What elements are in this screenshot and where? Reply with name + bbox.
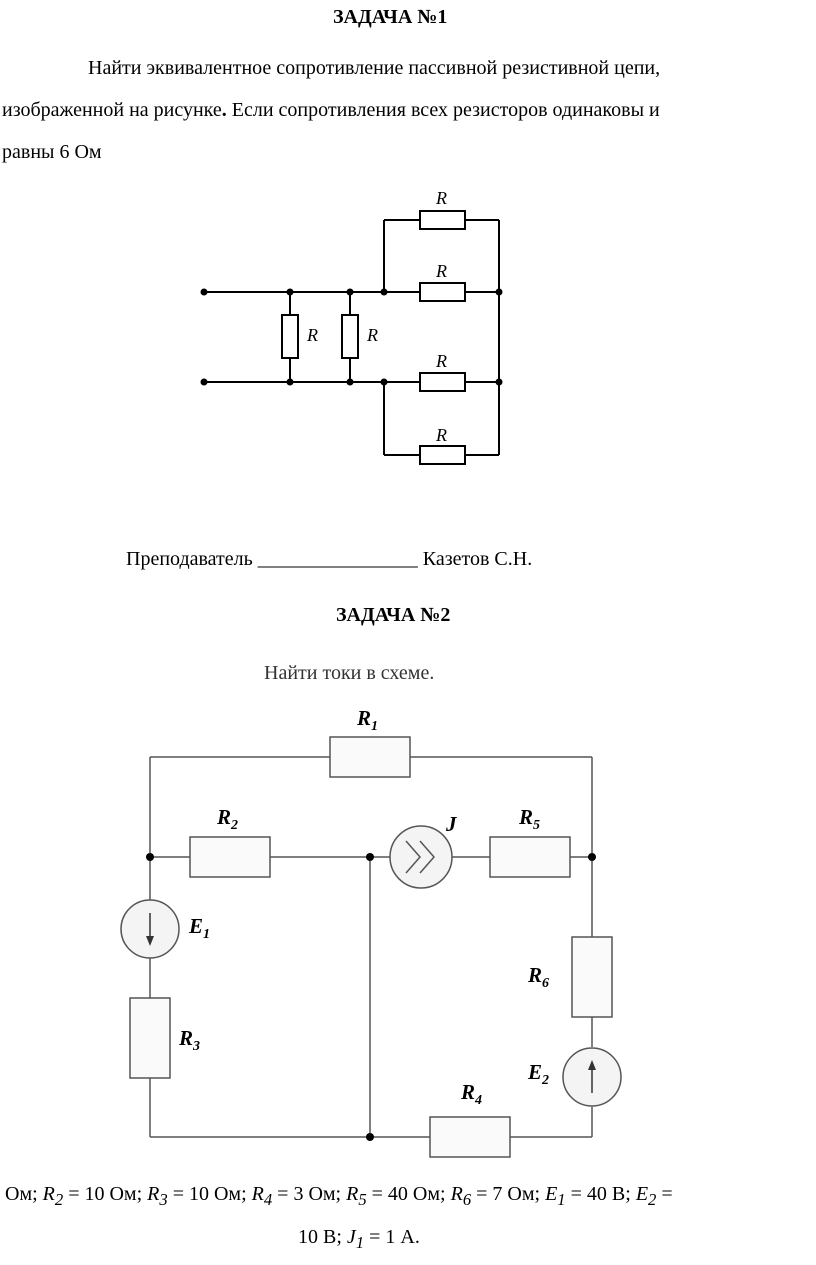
resistor-bottom bbox=[419, 445, 466, 465]
junction-dot bbox=[495, 378, 503, 386]
teacher-signature-blank: ________________ bbox=[257, 548, 418, 570]
teacher-line: Преподаватель ________________ Казетов С… bbox=[126, 548, 532, 571]
resistor-label: R bbox=[435, 188, 447, 208]
label-r2: R2 bbox=[216, 805, 238, 833]
junction-dot bbox=[380, 378, 388, 386]
task1-line2: изображенной на рисунке. Если сопротивле… bbox=[2, 99, 660, 122]
task2-statement: Найти токи в схеме. bbox=[264, 662, 435, 684]
teacher-role: Преподаватель bbox=[126, 548, 253, 570]
junction-dot bbox=[346, 288, 354, 296]
resistor-vertical-2 bbox=[341, 314, 359, 359]
resistor-r5 bbox=[489, 836, 571, 878]
task1-line3: равны 6 Ом bbox=[2, 141, 102, 163]
label-e1: E1 bbox=[188, 914, 210, 942]
label-r1: R1 bbox=[356, 706, 378, 734]
resistor-r6 bbox=[571, 936, 613, 1018]
resistor-r1 bbox=[329, 736, 411, 778]
junction-dot bbox=[366, 1133, 374, 1141]
voltage-source-e2 bbox=[562, 1047, 622, 1107]
resistor-lower bbox=[419, 372, 466, 392]
junction-dot bbox=[286, 378, 294, 386]
teacher-name: Казетов С.Н. bbox=[422, 548, 533, 570]
label-r4: R4 bbox=[460, 1080, 482, 1108]
task1-line1: Найти эквивалентное сопротивление пассив… bbox=[88, 57, 661, 79]
resistor-label: R bbox=[435, 261, 447, 281]
task1-title: ЗАДАЧА №1 bbox=[333, 6, 448, 28]
junction-dot bbox=[346, 378, 354, 386]
terminal-dot bbox=[200, 378, 208, 386]
label-j: J bbox=[445, 812, 458, 836]
params-line-2: 10 В; J1 = 1 А. bbox=[298, 1226, 420, 1252]
junction-dot bbox=[588, 853, 596, 861]
resistor-r2 bbox=[189, 836, 271, 878]
task1-line2-a: изображенной на рисунке bbox=[2, 99, 222, 121]
label-r3: R3 bbox=[178, 1026, 200, 1054]
task1-line2-dot: . bbox=[221, 99, 227, 121]
current-source-j bbox=[389, 825, 453, 889]
resistor-vertical-1 bbox=[281, 314, 299, 359]
resistor-label: R bbox=[435, 425, 447, 445]
junction-dot bbox=[146, 853, 154, 861]
label-r6: R6 bbox=[527, 963, 549, 991]
junction-dot bbox=[286, 288, 294, 296]
voltage-source-e1 bbox=[120, 899, 180, 959]
resistor-label: R bbox=[435, 351, 447, 371]
params-line-1: Ом; R2 = 10 Ом; R3 = 10 Ом; R4 = 3 Ом; R… bbox=[5, 1183, 673, 1209]
resistor-r3 bbox=[129, 997, 171, 1079]
terminal-dot bbox=[200, 288, 208, 296]
resistor-label: R bbox=[366, 325, 378, 345]
label-e2: E2 bbox=[527, 1060, 549, 1088]
resistor-top bbox=[419, 210, 466, 230]
junction-dot bbox=[366, 853, 374, 861]
task1-line2-c: Если сопротивления всех резисторов одина… bbox=[226, 99, 660, 121]
label-r5: R5 bbox=[518, 805, 540, 833]
resistor-upper bbox=[419, 282, 466, 302]
task2-title: ЗАДАЧА №2 bbox=[336, 604, 451, 626]
junction-dot bbox=[380, 288, 388, 296]
resistor-label: R bbox=[306, 325, 318, 345]
resistor-r4 bbox=[429, 1116, 511, 1158]
junction-dot bbox=[495, 288, 503, 296]
